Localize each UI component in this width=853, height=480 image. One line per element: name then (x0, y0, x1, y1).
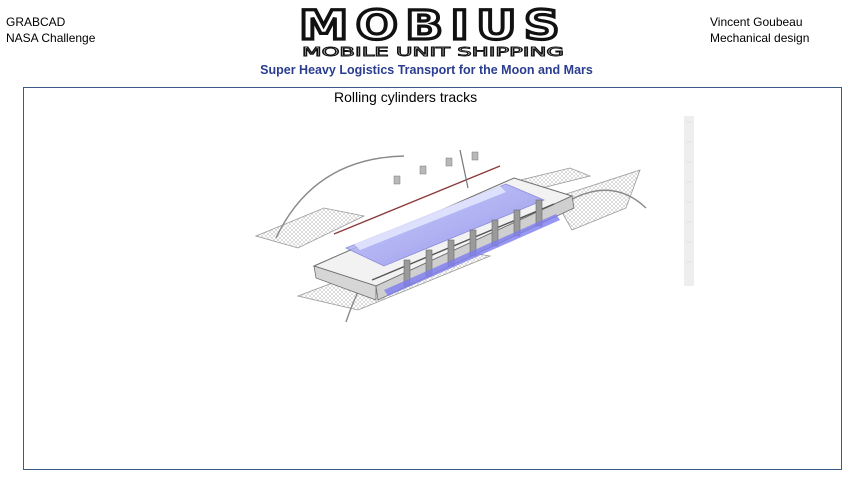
image-artifact (684, 116, 694, 286)
logo-tagline: MOBILE UNIT SHIPPING (302, 45, 564, 59)
organization-label: GRABCAD (6, 15, 66, 29)
content-frame: Rolling cylinders tracks (23, 87, 842, 470)
frame-caption: Rolling cylinders tracks (334, 89, 478, 105)
author-name: Vincent Goubeau (710, 15, 803, 29)
challenge-label: NASA Challenge (6, 31, 96, 45)
page-subtitle: Super Heavy Logistics Transport for the … (260, 63, 593, 77)
author-role: Mechanical design (710, 31, 810, 45)
header-right-text: Vincent Goubeau Mechanical design (710, 14, 809, 46)
logo-wordmark: MOBIUS (299, 6, 567, 49)
header-left-text: GRABCAD NASA Challenge (6, 14, 95, 46)
mobius-logo: MOBIUS MOBILE UNIT SHIPPING (296, 6, 571, 60)
vehicle-render-icon (254, 149, 647, 323)
